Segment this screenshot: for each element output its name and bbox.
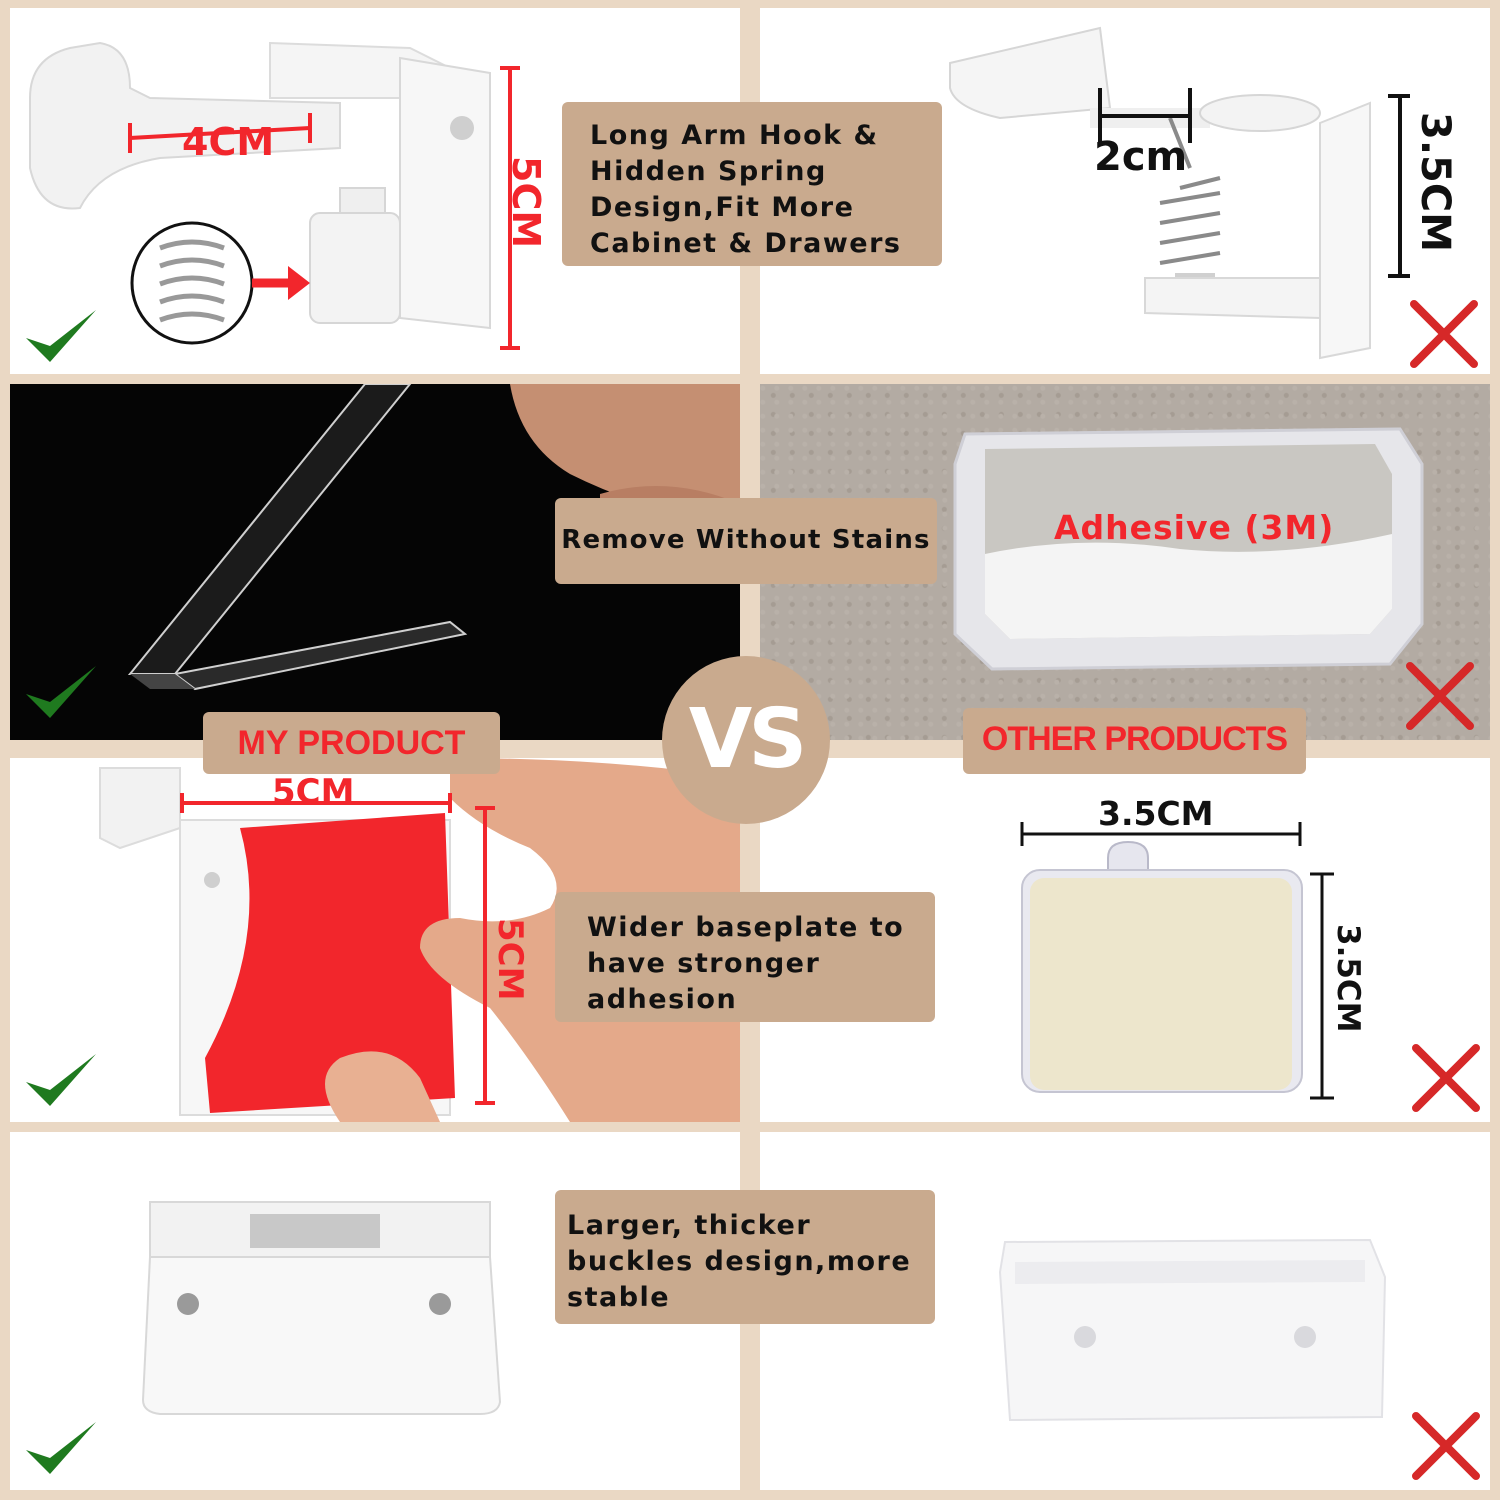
small-buckle-illustration — [998, 1238, 1387, 1422]
small-baseplate-width-dimension: 3.5CM — [1098, 794, 1214, 833]
vs-text: VS — [688, 692, 808, 787]
vs-badge: VS — [662, 656, 830, 824]
baseplate-feature-label: Wider baseplate to have stronger adhesio… — [555, 892, 935, 1022]
check-icon — [26, 310, 96, 362]
adhesive-material-label: Adhesive (3M) — [1054, 508, 1335, 547]
baseplate-width-dimension: 5CM — [272, 772, 355, 812]
hook-height-dimension: 5CM — [504, 156, 548, 249]
hook-width-dimension: 4CM — [182, 120, 275, 164]
my-product-title: MY PRODUCT — [203, 712, 500, 774]
buckle-feature-text: Larger, thicker buckles design,more stab… — [567, 1210, 912, 1313]
other-products-title-text: OTHER PRODUCTS — [981, 720, 1288, 758]
hook-feature-text: Long Arm Hook & Hidden Spring Design,Fit… — [590, 120, 902, 259]
cross-icon — [1412, 1412, 1480, 1480]
other-products-title: OTHER PRODUCTS — [963, 708, 1306, 774]
hook-feature-label: Long Arm Hook & Hidden Spring Design,Fit… — [562, 102, 942, 266]
cross-icon — [1410, 300, 1478, 368]
adhesive-feature-text: Remove Without Stains — [561, 525, 931, 555]
adhesive-feature-label: Remove Without Stains — [555, 498, 937, 584]
red-film-baseplate-illustration — [99, 758, 740, 1122]
cross-icon — [1412, 1044, 1480, 1112]
check-icon — [26, 666, 96, 718]
small-baseplate-height-dimension: 3.5CM — [1330, 924, 1366, 1033]
cross-icon — [1406, 662, 1474, 730]
small-baseplate-illustration — [1020, 822, 1334, 1100]
short-hook-height-dimension: 3.5CM — [1412, 112, 1458, 253]
short-hook-width-dimension: 2cm — [1094, 134, 1188, 180]
baseplate-feature-text: Wider baseplate to have stronger adhesio… — [587, 912, 905, 1015]
long-arm-hook-illustration — [29, 41, 520, 350]
my-product-title-text: MY PRODUCT — [237, 724, 466, 762]
buckle-feature-label: Larger, thicker buckles design,more stab… — [555, 1190, 935, 1324]
check-icon — [26, 1422, 96, 1474]
check-icon — [26, 1054, 96, 1106]
foam-adhesive-pad-illustration — [953, 427, 1424, 671]
large-buckle-illustration — [141, 1201, 502, 1415]
short-hook-illustration — [949, 26, 1410, 360]
baseplate-height-dimension: 5CM — [490, 918, 530, 1001]
